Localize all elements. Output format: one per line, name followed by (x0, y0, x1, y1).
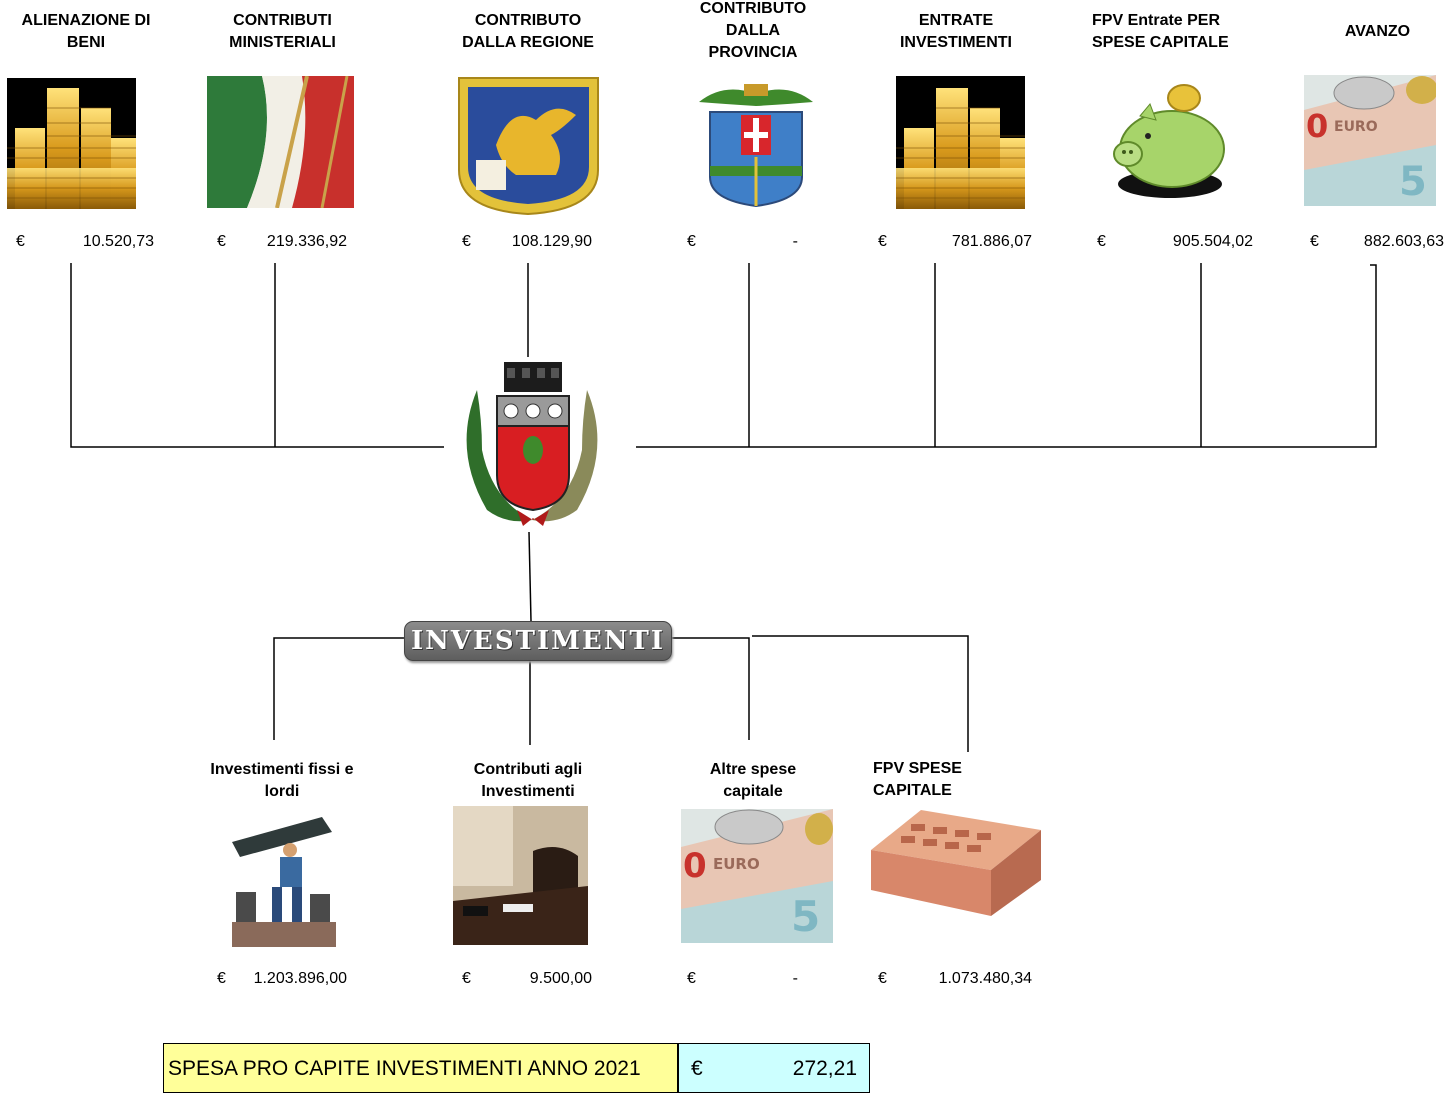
summary-label-cell: SPESA PRO CAPITE INVESTIMENTI ANNO 2021 (163, 1043, 678, 1093)
provincia-crest-image (694, 82, 818, 210)
source-currency: € (687, 233, 696, 250)
office-desk-image (453, 806, 588, 945)
use-amount-investimenti-fissi: 1.203.896,00 (253, 970, 347, 987)
summary-value: 272,21 (792, 1057, 857, 1080)
use-label-altre-spese: Altre spese capitale (709, 761, 797, 800)
summary-currency: € (691, 1057, 703, 1080)
source-currency: € (878, 233, 887, 250)
source-label-ministeriali: CONTRIBUTI MINISTERIALI (229, 12, 336, 51)
use-amount-contributi: 9.500,00 (529, 970, 592, 987)
use-amount-fpv-spese: 1.073.480,34 (938, 970, 1032, 987)
summary-label: SPESA PRO CAPITE INVESTIMENTI ANNO 2021 (168, 1057, 641, 1080)
euro-banknotes-image: 0 EURO 5 (1304, 75, 1436, 206)
use-currency: € (878, 970, 887, 987)
source-currency: € (16, 233, 25, 250)
source-label-fpv-entrate: FPV Entrate PER SPESE CAPITALE (1092, 12, 1229, 51)
use-label-investimenti-fissi: Investimenti fissi e lordi (210, 761, 354, 800)
source-label-alienazione: ALIENAZIONE DI BENI (21, 12, 151, 51)
source-label-regione: CONTRIBUTO DALLA REGIONE (462, 12, 594, 51)
investimenti-banner: INVESTIMENTI (404, 621, 672, 661)
gold-coins-image-2 (896, 76, 1025, 209)
use-currency: € (687, 970, 696, 987)
regione-veneto-crest-image (456, 75, 601, 216)
use-currency: € (217, 970, 226, 987)
source-amount-provincia: - (792, 233, 798, 250)
source-amount-regione: 108.129,90 (511, 233, 592, 250)
construction-worker-image (232, 812, 336, 947)
svg-text:0: 0 (1306, 107, 1328, 145)
source-currency: € (217, 233, 226, 250)
municipal-coat-of-arms (447, 360, 617, 532)
source-label-avanzo: AVANZO (1344, 23, 1411, 40)
source-currency: € (1097, 233, 1106, 250)
source-label-provincia: CONTRIBUTO DALLA PROVINCIA (699, 0, 807, 61)
source-label-entrate: ENTRATE INVESTIMENTI (899, 12, 1012, 51)
summary-value-cell: € 272,21 (678, 1043, 870, 1093)
svg-text:5: 5 (791, 892, 820, 941)
source-currency: € (1310, 233, 1319, 250)
use-amount-altre-spese: - (792, 970, 798, 987)
source-amount-ministeriali: 219.336,92 (266, 233, 347, 250)
svg-text:0: 0 (683, 846, 707, 886)
use-label-fpv-spese: FPV SPESE CAPITALE (873, 760, 962, 799)
use-label-contributi: Contributi agli Investimenti (473, 761, 583, 800)
euro-banknotes-image-2: 0 EURO 5 (681, 809, 833, 943)
piggy-bank-image (1110, 84, 1228, 200)
italian-flag-image (207, 76, 354, 208)
source-currency: € (462, 233, 471, 250)
source-amount-entrate: 781.886,07 (951, 233, 1032, 250)
source-amount-alienazione: 10.520,73 (82, 233, 154, 250)
investimenti-banner-label: INVESTIMENTI (410, 626, 666, 656)
brick-image (871, 810, 1041, 916)
svg-text:EURO: EURO (1334, 119, 1378, 135)
svg-text:5: 5 (1399, 159, 1427, 205)
source-amount-avanzo: 882.603,63 (1363, 233, 1444, 250)
use-currency: € (462, 970, 471, 987)
gold-coins-image (7, 78, 136, 209)
source-amount-fpv-entrate: 905.504,02 (1172, 233, 1253, 250)
svg-text:EURO: EURO (713, 855, 760, 873)
